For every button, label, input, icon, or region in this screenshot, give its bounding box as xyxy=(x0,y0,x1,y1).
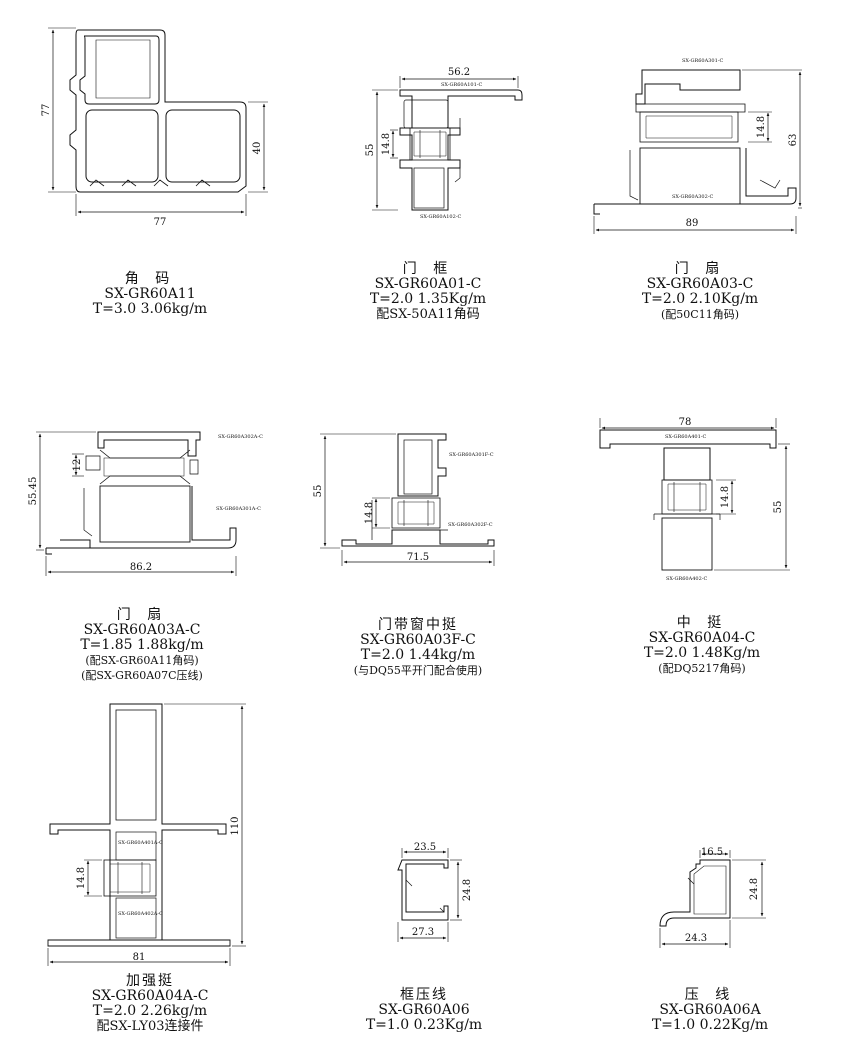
profile-weight: T=2.0 2.26kg/m xyxy=(92,1003,208,1019)
profile-code: SX-GR60A01-C xyxy=(374,276,482,292)
dim-label: 78 xyxy=(679,417,692,428)
profile-caption-5: 门带窗中挺 SX-GR60A03F-C T=2.0 1.44kg/m (与DQ5… xyxy=(308,618,528,678)
dim-label: 14.8 xyxy=(756,116,767,138)
part-tag: SX-GR60A102-C xyxy=(420,214,461,220)
profile-weight: T=3.0 3.06kg/m xyxy=(92,301,208,317)
part-tag: SX-GR60A301F-C xyxy=(449,452,494,458)
dim-label: 110 xyxy=(230,816,241,835)
profile-name: 框压线 xyxy=(400,987,448,1003)
dim-label: 27.3 xyxy=(412,927,434,938)
profile-weight: T=2.0 1.48Kg/m xyxy=(643,645,761,661)
profile-drawing-8 xyxy=(397,848,462,942)
dim-label: 77 xyxy=(154,217,167,228)
dim-label: 81 xyxy=(133,952,146,963)
part-tag: SX-GR60A301-C xyxy=(682,58,723,64)
dim-label: 63 xyxy=(788,134,799,147)
dim-label: 89 xyxy=(686,218,699,229)
dim-label: 14.8 xyxy=(76,867,87,889)
dim-label: 12 xyxy=(72,459,83,472)
dim-label: 40 xyxy=(252,142,263,155)
profile-weight: T=1.85 1.88kg/m xyxy=(80,637,204,653)
dim-label: 14.8 xyxy=(381,133,392,155)
profile-name: 门带窗中挺 xyxy=(378,617,458,633)
profile-name: 门 扇 xyxy=(674,261,726,277)
part-tag: SX-GR60A401-C xyxy=(665,434,706,440)
profile-caption-6: 中 挺 SX-GR60A04-C T=2.0 1.48Kg/m (配DQ5217… xyxy=(592,616,812,676)
part-tag: SX-GR60A402-C xyxy=(666,576,707,582)
profile-caption-3: 门 扇 SX-GR60A03-C T=2.0 2.10Kg/m (配50C11角… xyxy=(590,262,810,322)
profile-name: 门 框 xyxy=(402,261,454,277)
profile-note: (配50C11角码) xyxy=(661,308,739,321)
profile-drawing-1 xyxy=(48,27,268,216)
dim-label: 14.8 xyxy=(720,486,731,508)
profile-code: SX-GR60A11 xyxy=(104,286,196,302)
profile-drawing-4 xyxy=(36,431,237,576)
profile-code: SX-GR60A06A xyxy=(659,1002,761,1018)
profile-weight: T=1.0 0.22Kg/m xyxy=(651,1017,769,1033)
dim-label: 71.5 xyxy=(407,552,429,563)
profile-drawing-5 xyxy=(320,433,495,566)
dim-label: 55 xyxy=(313,485,324,498)
dim-label: 24.8 xyxy=(749,878,760,900)
profile-name: 中 挺 xyxy=(676,615,728,631)
profile-weight: T=1.0 0.23Kg/m xyxy=(365,1017,483,1033)
profile-code: SX-GR60A04-C xyxy=(648,630,756,646)
profile-note: (配DQ5217角码) xyxy=(658,662,746,675)
profile-caption-7: 加强挺 SX-GR60A04A-C T=2.0 2.26kg/m 配SX-LY0… xyxy=(40,973,260,1035)
profile-name: 门 扇 xyxy=(116,607,168,623)
profile-drawing-9 xyxy=(659,850,766,948)
profile-code: SX-GR60A03F-C xyxy=(360,632,476,648)
dim-label: 56.2 xyxy=(448,67,470,78)
part-tag: SX-GR60A302-C xyxy=(672,194,713,200)
part-tag: SX-GR60A402A-C xyxy=(118,911,163,917)
profile-code: SX-GR60A04A-C xyxy=(91,988,209,1004)
profile-drawing-3 xyxy=(593,69,802,234)
profile-caption-1: 角 码 SX-GR60A11 T=3.0 3.06kg/m xyxy=(40,272,260,317)
profile-drawing-6 xyxy=(599,418,790,571)
dim-label: 14.8 xyxy=(364,502,375,524)
profile-code: SX-GR60A06 xyxy=(378,1002,470,1018)
dim-label: 24.8 xyxy=(462,879,473,901)
profile-weight: T=2.0 1.35Kg/m xyxy=(369,291,487,307)
profile-note: (与DQ55平开门配合使用) xyxy=(353,664,483,677)
profile-name: 压 线 xyxy=(684,987,736,1003)
profile-caption-8: 框压线 SX-GR60A06 T=1.0 0.23Kg/m xyxy=(314,988,534,1033)
profile-code: SX-GR60A03A-C xyxy=(83,622,201,638)
part-tag: SX-GR60A401A-C xyxy=(118,840,163,846)
dim-label: 23.5 xyxy=(414,842,436,853)
profile-weight: T=2.0 1.44kg/m xyxy=(360,647,476,663)
profile-weight: T=2.0 2.10Kg/m xyxy=(641,291,759,307)
part-tag: SX-GR60A302F-C xyxy=(448,522,493,528)
profile-caption-4: 门 扇 SX-GR60A03A-C T=1.85 1.88kg/m (配SX-G… xyxy=(32,608,252,683)
dim-label: 16.5 xyxy=(701,847,723,858)
part-tag: SX-GR60A101-C xyxy=(441,82,482,88)
profile-drawing-7 xyxy=(47,703,246,966)
profile-caption-9: 压 线 SX-GR60A06A T=1.0 0.22Kg/m xyxy=(600,988,820,1033)
profile-name: 角 码 xyxy=(124,271,176,287)
dim-label: 55.45 xyxy=(28,477,39,506)
dim-label: 77 xyxy=(41,104,52,117)
profile-name: 加强挺 xyxy=(126,973,174,989)
profile-code: SX-GR60A03-C xyxy=(646,276,754,292)
profile-note: 配SX-50A11角码 xyxy=(376,307,480,322)
part-tag: SX-GR60A302A-C xyxy=(218,434,263,440)
profile-note: (配SX-GR60A11角码) xyxy=(85,654,199,667)
dim-label: 55 xyxy=(773,501,784,514)
profile-note: (配SX-GR60A07C压线) xyxy=(81,669,203,682)
dim-label: 86.2 xyxy=(130,562,152,573)
dim-label: 24.3 xyxy=(685,933,707,944)
profile-note: 配SX-LY03连接件 xyxy=(96,1019,204,1034)
profile-caption-2: 门 框 SX-GR60A01-C T=2.0 1.35Kg/m 配SX-50A1… xyxy=(318,261,538,323)
part-tag: SX-GR60A301A-C xyxy=(216,506,261,512)
dim-label: 55 xyxy=(365,144,376,157)
profile-drawing-2 xyxy=(372,76,523,211)
